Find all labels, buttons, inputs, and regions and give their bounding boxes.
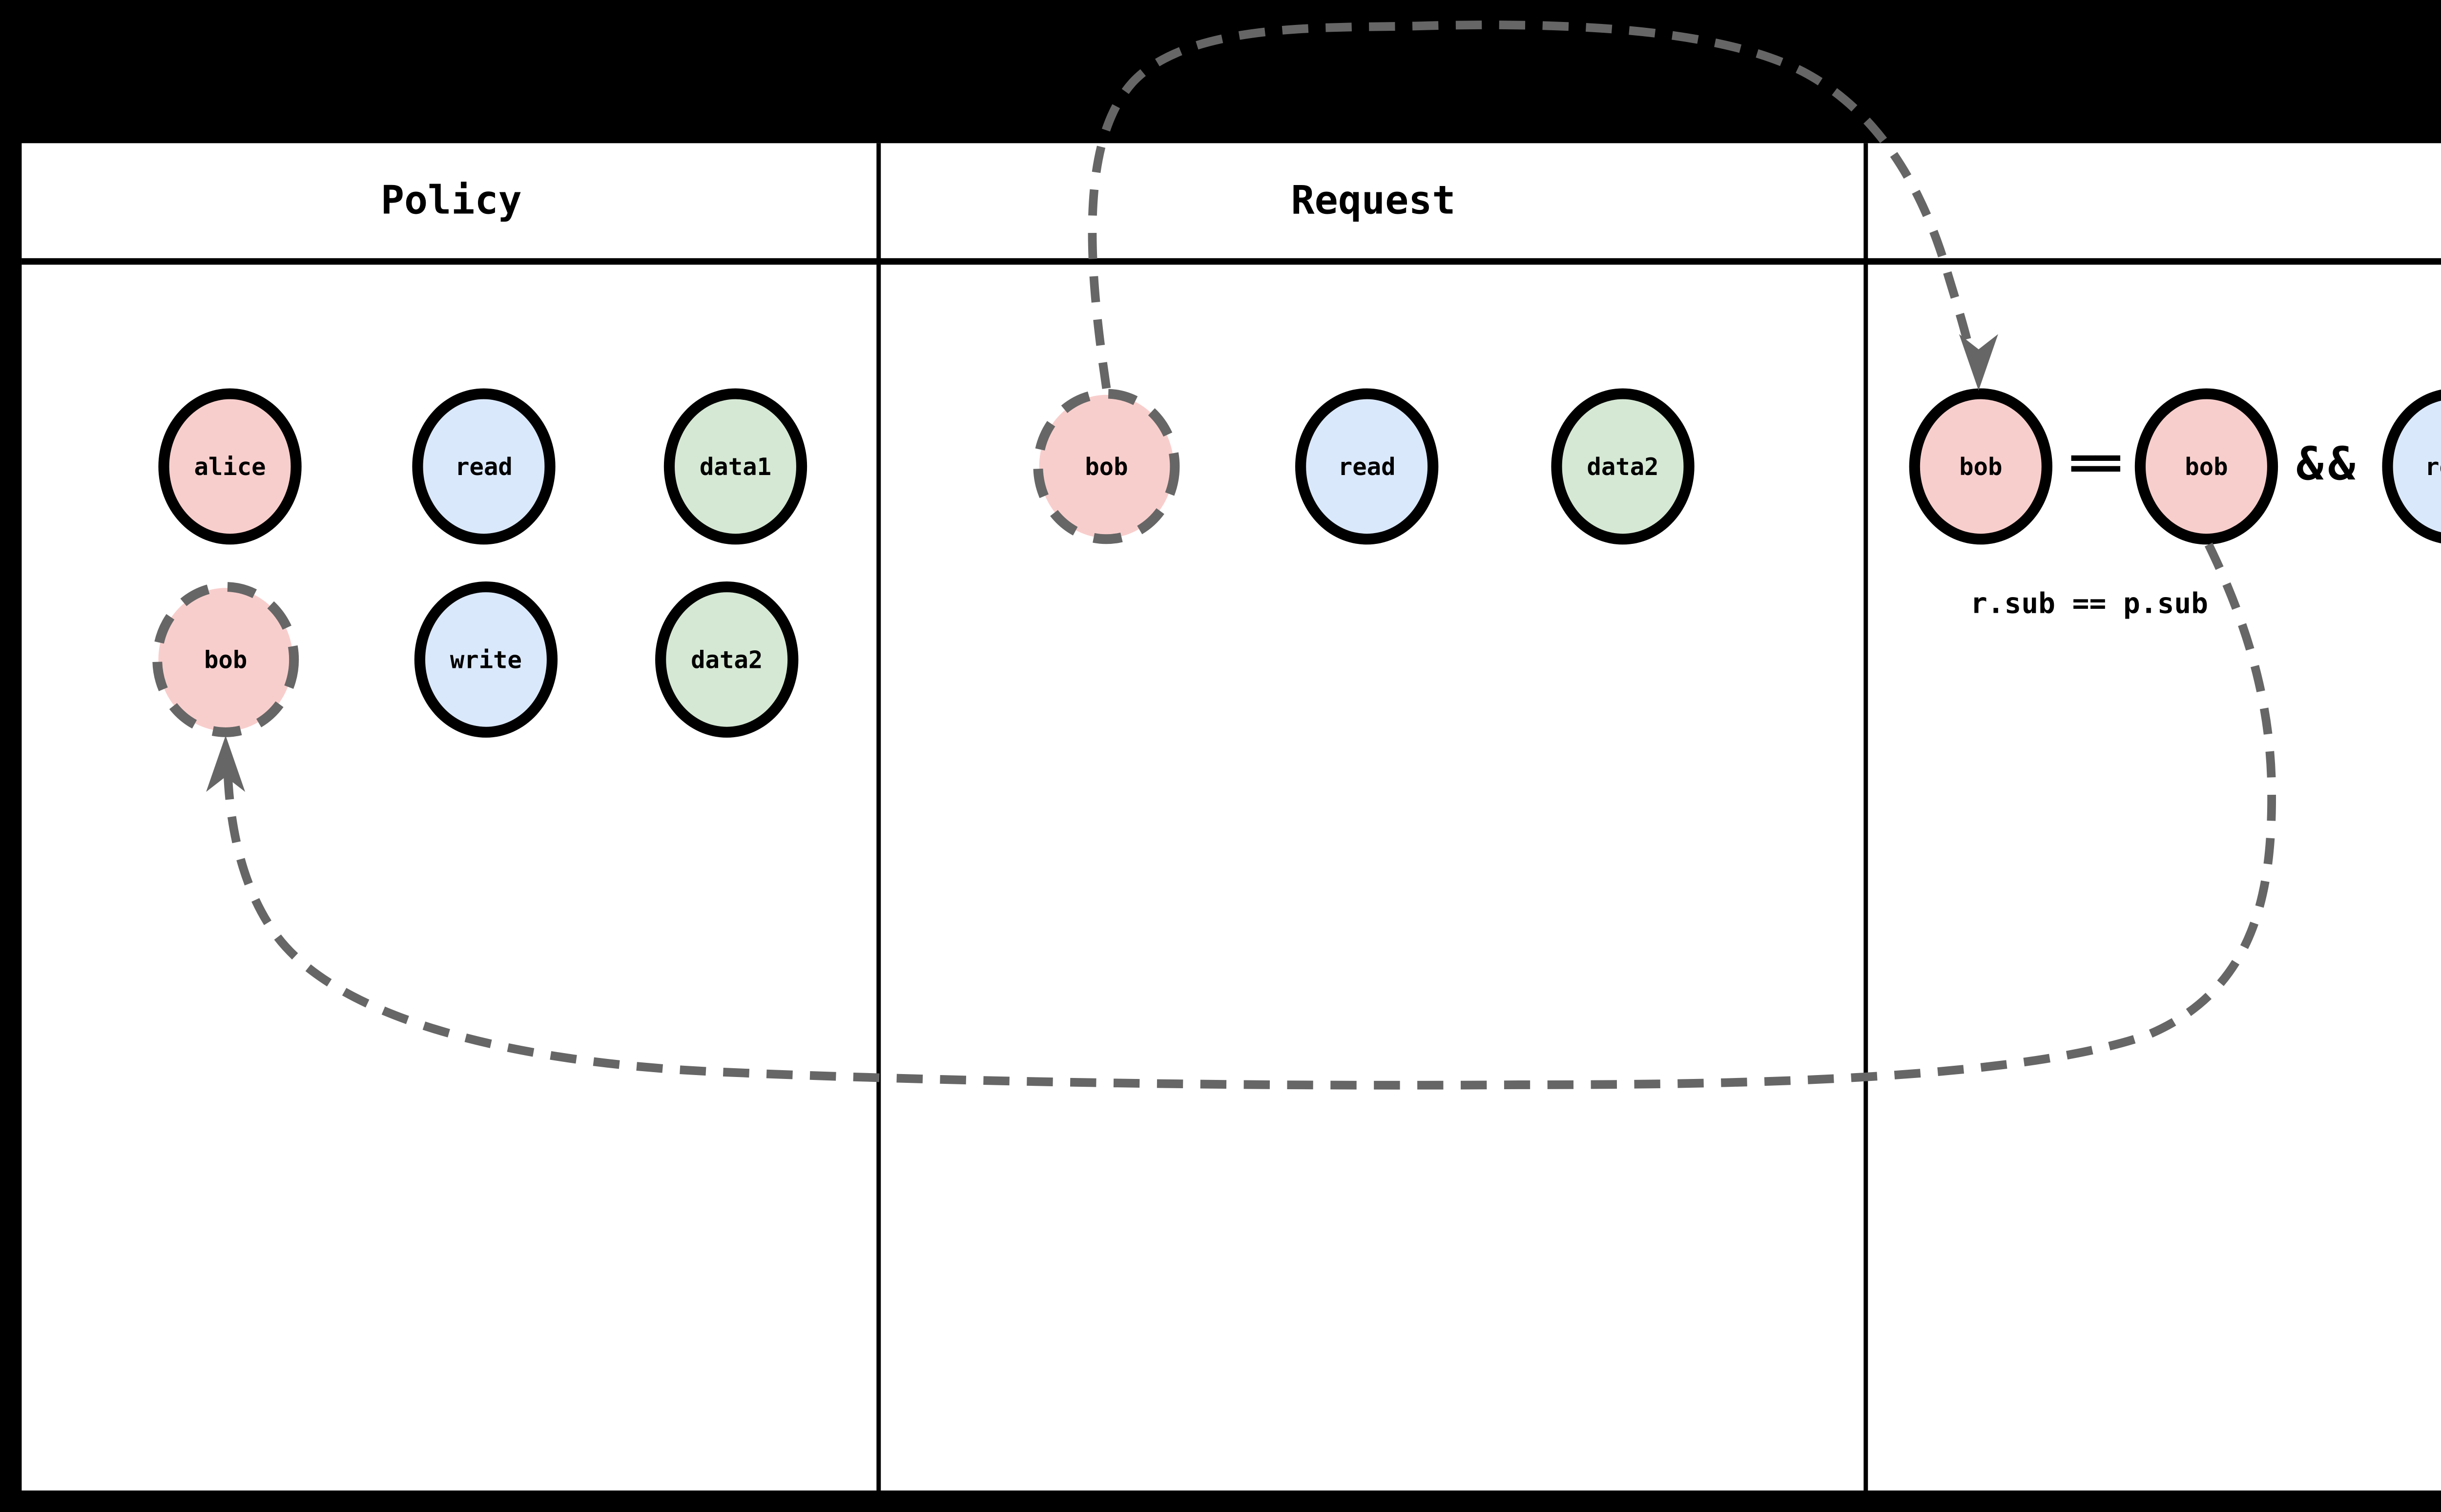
matching-node-r-sub: bob: [1909, 388, 2052, 545]
matching-operator-eq-sub: ==: [2069, 437, 2122, 492]
caption-sub-match: r.sub == p.sub: [1970, 589, 2208, 622]
matching-node-p-sub: bob: [2134, 388, 2278, 545]
policy-node-write: write: [414, 581, 558, 738]
matching-node-r-sub-label: bob: [1959, 452, 2003, 481]
column-header-policy: Policy: [380, 179, 522, 225]
request-node-data2-label: data2: [1587, 452, 1659, 481]
column-header-request: Request: [1291, 179, 1456, 225]
request-node-bob-label: bob: [1085, 452, 1128, 481]
policy-node-bob-highlighted: bob: [158, 588, 293, 731]
table-panel: [21, 143, 2441, 1491]
policy-node-alice: alice: [158, 388, 302, 545]
policy-node-data1: data1: [663, 388, 807, 545]
matching-node-p-sub-label: bob: [2185, 452, 2228, 481]
request-node-bob-highlighted: bob: [1039, 394, 1174, 539]
policy-node-bob-label: bob: [204, 645, 248, 674]
policy-node-data1-label: data1: [699, 452, 772, 481]
matching-node-r-act-label: read: [2425, 452, 2441, 481]
policy-node-data2: data2: [655, 581, 799, 738]
request-matching-divider: [1863, 143, 1867, 1491]
policy-node-data2-label: data2: [691, 645, 763, 674]
request-node-read-label: read: [1338, 452, 1396, 481]
request-node-read: read: [1295, 388, 1439, 545]
policy-node-read-label: read: [455, 452, 513, 481]
request-node-data2: data2: [1551, 388, 1695, 545]
policy-node-read: read: [412, 388, 556, 545]
matching-joiner-and-1: &&: [2296, 438, 2360, 491]
header-row-divider: [21, 258, 2441, 264]
policy-node-alice-label: alice: [194, 452, 266, 481]
policy-request-divider: [876, 143, 880, 1491]
policy-node-write-label: write: [450, 645, 522, 674]
